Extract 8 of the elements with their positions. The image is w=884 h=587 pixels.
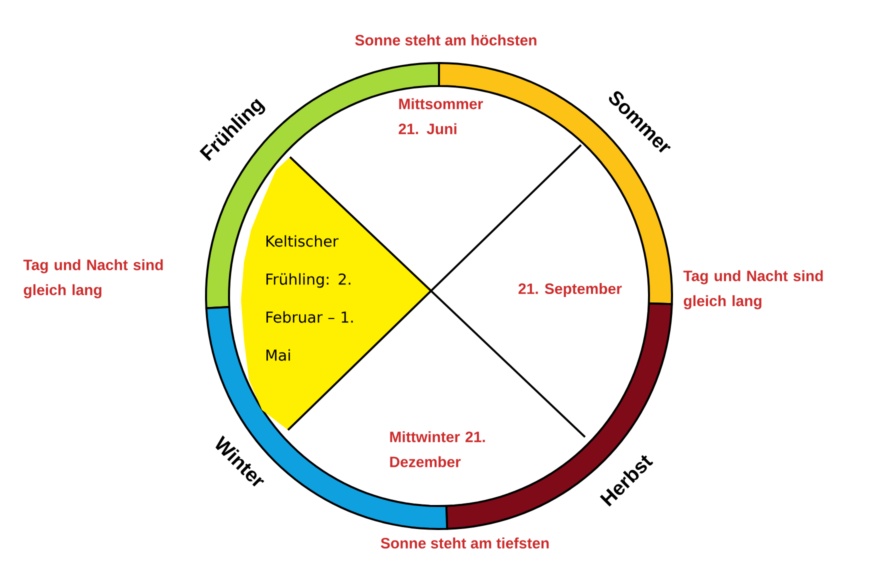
annotation-text: 21. September [518,283,622,297]
annotation-text: Tag und Nacht sind gleich lang [23,259,163,298]
annotation-text: Sonne steht am höchsten [355,34,536,46]
annotation-text: Mittwinter 21. Dezember [390,431,485,468]
highlighted-sector: Keltischer Frühling: 2. Februar – 1. Mai [241,157,432,430]
annotation-text: Sonne steht am tiefsten [380,538,549,548]
annotation-text: Tag und Nacht sind gleich lang [683,270,823,310]
annotation-text: Mittsommer 21. Juni [398,98,483,134]
